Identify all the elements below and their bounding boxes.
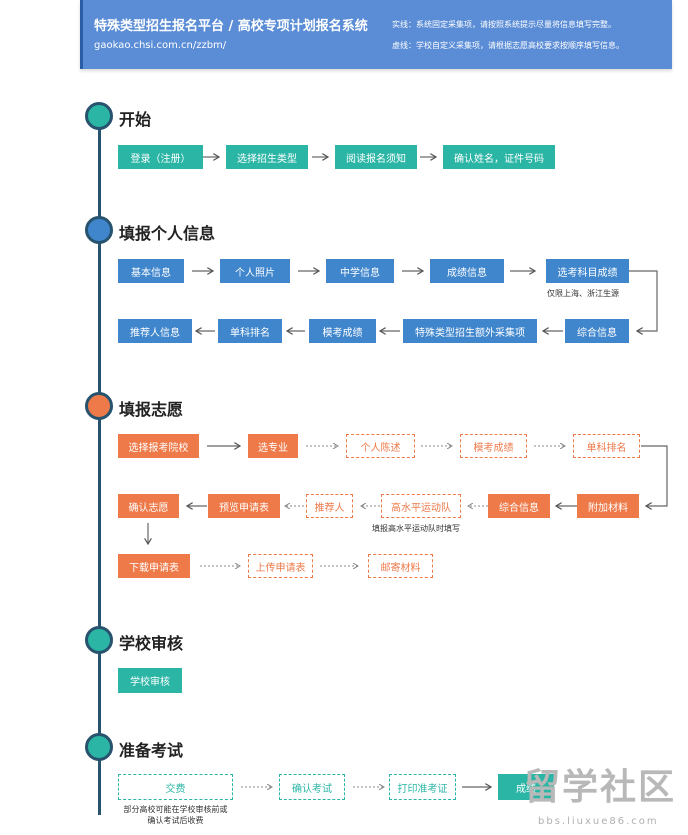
step-wish-comprehensive[interactable]: 综合信息	[488, 494, 550, 518]
header-accent-bar	[80, 0, 83, 69]
step-confirm-exam[interactable]: 确认考试	[279, 774, 345, 800]
step-score-info[interactable]: 成绩信息	[430, 259, 504, 283]
step-login[interactable]: 登录（注册）	[118, 145, 203, 169]
step-upload-application[interactable]: 上传申请表	[248, 554, 313, 578]
stage-title-wish: 填报志愿	[119, 400, 184, 419]
step-school-review[interactable]: 学校审核	[118, 668, 182, 693]
step-mock-score[interactable]: 模考成绩	[309, 319, 376, 343]
step-personal-statement[interactable]: 个人陈述	[346, 434, 415, 458]
header-banner: 特殊类型招生报名平台 / 高校专项计划报名系统 gaokao.chsi.com.…	[80, 0, 672, 69]
system-title: 特殊类型招生报名平台 / 高校专项计划报名系统	[94, 19, 368, 34]
stage-dot-review	[85, 626, 113, 654]
stage-title-exam: 准备考试	[119, 741, 184, 760]
step-confirm-wish[interactable]: 确认志愿	[118, 494, 179, 518]
step-subject-rank[interactable]: 单科排名	[218, 319, 282, 343]
note-fee-line2: 确认考试后收费	[147, 816, 204, 825]
legend-solid: 实线：系统固定采集项，请按照系统提示尽量将信息填写完整。	[392, 20, 616, 29]
step-mail-materials[interactable]: 邮寄材料	[368, 554, 433, 578]
timeline-line	[98, 125, 101, 815]
step-download-application[interactable]: 下载申请表	[118, 554, 190, 578]
connector	[641, 445, 668, 506]
stage-title-review: 学校审核	[119, 634, 184, 653]
step-recommender[interactable]: 推荐人	[306, 494, 353, 518]
step-print-admission[interactable]: 打印准考证	[389, 774, 456, 800]
step-results[interactable]: 成绩	[498, 774, 554, 800]
step-recommender-info[interactable]: 推荐人信息	[118, 319, 192, 343]
step-select-type[interactable]: 选择招生类型	[226, 145, 308, 169]
watermark: 留学社区 bbs.liuxue86.com	[498, 762, 688, 835]
step-additional-materials[interactable]: 附加材料	[577, 494, 639, 518]
step-extra-items[interactable]: 特殊类型招生额外采集项	[403, 319, 537, 343]
stage-dot-start	[85, 102, 113, 130]
note-fee-line1: 部分高校可能在学校审核前或	[123, 805, 228, 814]
step-high-level-sports[interactable]: 高水平运动队	[381, 494, 461, 518]
step-school-info[interactable]: 中学信息	[326, 259, 394, 283]
system-url[interactable]: gaokao.chsi.com.cn/zzbm/	[94, 40, 227, 51]
step-choose-major[interactable]: 选专业	[248, 434, 298, 458]
note-shanghai-zhejiang: 仅限上海、浙江生源	[547, 289, 619, 298]
stage-dot-personal	[85, 216, 113, 244]
step-read-notice[interactable]: 阅读报名须知	[335, 145, 417, 169]
step-comprehensive-info[interactable]: 综合信息	[565, 319, 629, 343]
stage-dot-exam	[85, 733, 113, 761]
legend-dashed: 虚线：学校自定义采集项，请根据志愿高校要求按顺序填写信息。	[392, 41, 624, 50]
stage-title-personal: 填报个人信息	[119, 224, 216, 243]
step-confirm-id[interactable]: 确认姓名，证件号码	[443, 145, 555, 169]
step-basic-info[interactable]: 基本信息	[118, 259, 184, 283]
step-choose-college[interactable]: 选择报考院校	[118, 434, 199, 458]
stage-dot-wish	[85, 392, 113, 420]
step-payment[interactable]: 交费	[118, 774, 233, 800]
note-fee-timing: 部分高校可能在学校审核前或 确认考试后收费	[118, 804, 233, 826]
watermark-logo: 留学社区	[524, 767, 677, 808]
note-sports-team: 填报高水平运动队时填写	[372, 524, 460, 533]
step-wish-mock-score[interactable]: 模考成绩	[460, 434, 527, 458]
step-wish-subject-rank[interactable]: 单科排名	[573, 434, 640, 458]
step-preview-application[interactable]: 预览申请表	[208, 494, 280, 518]
step-photo[interactable]: 个人照片	[220, 259, 290, 283]
stage-title-start: 开始	[119, 110, 152, 129]
connector	[629, 270, 658, 331]
step-elective-score[interactable]: 选考科目成绩	[546, 259, 629, 283]
watermark-url: bbs.liuxue86.com	[538, 816, 659, 827]
